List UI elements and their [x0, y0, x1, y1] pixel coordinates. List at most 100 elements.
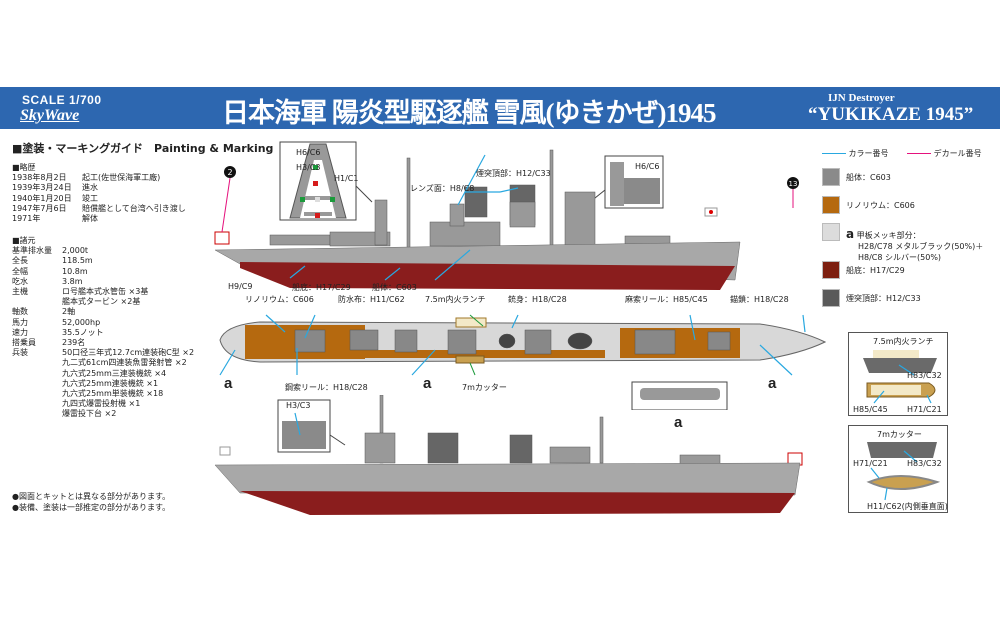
history-date: 1971年: [12, 214, 41, 224]
spec-item: 九六式25mm連装機銃 ×1: [12, 379, 194, 389]
spec-value: 239名: [62, 338, 86, 348]
notes: ●図面とキットとは異なる部分があります。 ●装備、塗装は一部推定の部分があります…: [12, 491, 170, 513]
cutter-inner-label: H71/C21: [853, 459, 888, 468]
mark-a: a: [224, 375, 233, 392]
specs-heading: ■諸元: [12, 236, 36, 245]
legend-label: リノリウム：C606: [846, 201, 915, 210]
page-title: 日本海軍 陽炎型駆逐艦 雪風(ゆきかぜ)1945: [222, 98, 716, 128]
wire-reel-label: 鋼索リール：H18/C28: [285, 383, 368, 392]
spec-key: 速力: [12, 327, 28, 337]
mark-a: a: [846, 227, 855, 241]
legend-label: 船体：C603: [846, 173, 891, 182]
title-en: “YUKIKAZE 1945”: [808, 104, 974, 125]
history-item: 1938年8月2日起工(佐世保海軍工廠): [12, 173, 186, 183]
spec-item: 主機ロ号艦本式水管缶 ×3基: [12, 287, 194, 297]
bridge-detail-box-2: [277, 399, 346, 453]
cutter-detail-box: 7mカッター H83/C32 H71/C21 H11/C62(内側垂直面): [848, 425, 948, 513]
color-no-label: カラー番号: [848, 149, 889, 158]
launch-rim-label: H71/C21: [907, 405, 942, 414]
cutter-side-label: H11/C62(内側垂直面): [867, 502, 948, 511]
title-banner: SCALE 1/700 SkyWave 日本海軍 陽炎型駆逐艦 雪風(ゆきかぜ)…: [0, 87, 1000, 129]
mark-a: a: [768, 375, 777, 392]
history-item: 1940年1月20日竣工: [12, 194, 186, 204]
hull-label: 船体：C603: [372, 283, 417, 292]
spec-key: [12, 389, 62, 399]
hinomaru-flag: [219, 446, 231, 456]
spec-value: 50口径三年式12.7cm連装砲C型 ×2: [62, 348, 195, 358]
legend-item: a 甲板メッキ部分：H28/C78 メタルブラック(50%)＋H8/C8 シルバ…: [846, 227, 983, 263]
spec-item: 九六式25mm三連装機銃 ×4: [12, 369, 194, 379]
decal-marker-13: [787, 177, 799, 189]
scale-label: SCALE 1/700: [22, 93, 102, 107]
legend-label: 船底：H17/C29: [846, 266, 905, 275]
history-item: 1947年7月6日賠償艦として台湾へ引き渡し: [12, 204, 186, 214]
history-date: 1947年7月6日: [12, 203, 67, 213]
spec-key: [12, 358, 62, 368]
history-event: 竣工: [82, 193, 98, 203]
spec-key: [12, 297, 62, 307]
spec-key: 全幅: [12, 266, 28, 276]
spec-item: 爆雷投下台 ×2: [12, 409, 194, 419]
spec-key: [12, 369, 62, 379]
legend-label: 甲板メッキ部分：: [856, 231, 921, 240]
decal-no-label: デカール番号: [933, 149, 982, 158]
color-line-swatch: [822, 153, 846, 154]
ship-profile-starboard: 2 13: [214, 141, 799, 290]
spec-key: 軸数: [12, 307, 28, 317]
spec-value: 艦本式タービン ×2基: [62, 297, 141, 307]
spec-value: 10.8m: [62, 266, 88, 276]
propeller-label: H9/C9: [228, 282, 253, 291]
launch-top: [455, 317, 487, 328]
legend-item: リノリウム：C606: [846, 200, 915, 211]
barrel-label: 銃身：H18/C28: [508, 295, 567, 304]
spec-item: 軸数 2軸: [12, 307, 194, 317]
spec-item: 九四式爆雷投射機 ×1: [12, 399, 194, 409]
rising-sun-flag-stern: [214, 231, 230, 245]
legend-item: 船体：C603: [846, 172, 891, 183]
mast-label-h1: H1/C1: [334, 174, 359, 183]
decal-number: 2: [227, 168, 232, 177]
spec-item: 搭乗員 239名: [12, 338, 194, 348]
spec-item: 九六式25mm単装機銃 ×18: [12, 389, 194, 399]
spec-value: 52,000hp: [62, 317, 101, 327]
spec-value: 爆雷投下台 ×2: [62, 409, 117, 419]
hull: [214, 462, 801, 496]
spec-value: 九二式61cm四連装魚雷発射管 ×2: [62, 358, 187, 368]
spec-item: 九二式61cm四連装魚雷発射管 ×2: [12, 358, 194, 368]
spec-value: 九六式25mm三連装機銃 ×4: [62, 368, 167, 378]
canvas-label: 防水布：H11/C62: [338, 295, 405, 304]
bridge-detail-box: [589, 155, 664, 209]
history-heading: ■略歴: [12, 163, 36, 172]
spec-key: 搭乗員: [12, 338, 36, 348]
spec-value: 35.5ノット: [62, 327, 104, 337]
legend-swatch: [822, 261, 840, 279]
callout-lines: [289, 154, 519, 281]
lens-label: レンズ面：H8/C8: [410, 184, 475, 193]
legend-sub: H8/C8 シルバー(50%): [858, 253, 942, 262]
funnel-top-label: 煙突頂部：H12/C33: [476, 169, 551, 178]
ship-profile-port: [214, 395, 803, 515]
cutter-label: 7mカッター: [462, 383, 507, 392]
cutter-top: [455, 355, 485, 364]
launch-label: 7.5m内火ランチ: [425, 295, 486, 304]
legend-swatch: [822, 168, 840, 186]
subtitle-en: IJN Destroyer: [828, 92, 895, 104]
mast-label-h3: H3/C3: [296, 163, 321, 172]
spec-key: 主機: [12, 287, 28, 297]
spec-key: 吃水: [12, 276, 28, 286]
decal-number: 13: [789, 180, 798, 188]
cutter-title: 7mカッター: [877, 430, 922, 439]
launch-hull-label: H83/C32: [907, 371, 942, 380]
hull-bottom: [240, 491, 795, 515]
spec-key: 全長: [12, 256, 28, 266]
mast-detail-box: [279, 141, 373, 221]
spec-item: 艦本式タービン ×2基: [12, 297, 194, 307]
spec-item: 速力 35.5ノット: [12, 328, 194, 338]
bottom-label: 船底：H17/C29: [292, 283, 351, 292]
legend-swatch: [822, 196, 840, 214]
spec-value: 2軸: [62, 307, 76, 317]
